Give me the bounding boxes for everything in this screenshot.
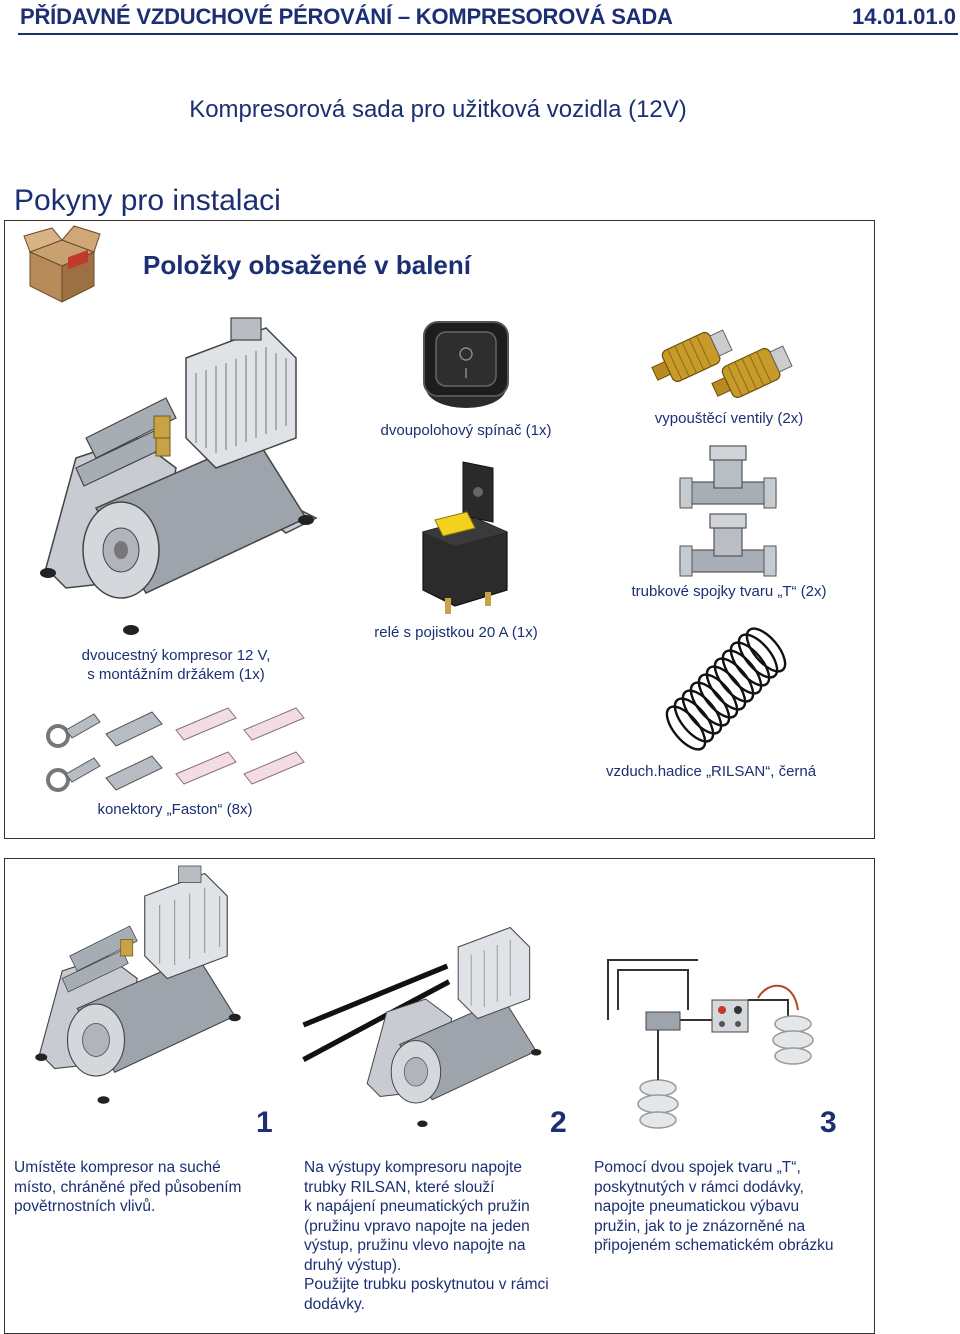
step-text-1: Umístěte kompresor na suché místo, chrán… <box>14 1158 284 1217</box>
step-3-line: napojte pneumatickou výbavu <box>594 1198 800 1215</box>
step-2-line: trubky RILSAN, které slouží <box>304 1178 495 1196</box>
step-2-line: dodávky. <box>304 1295 365 1313</box>
switch-icon <box>423 321 509 408</box>
step-2-line: k napájení pneumatických pružin <box>304 1198 530 1215</box>
hose-coil-icon <box>665 627 787 751</box>
valve-icon <box>651 329 793 398</box>
step-3-line: Pomocí dvou spojek tvaru „T“, <box>594 1159 801 1176</box>
step-1-line: Umístěte kompresor na suché <box>14 1159 221 1176</box>
step-text-2: Na výstupy kompresoru napojte trubky RIL… <box>304 1158 584 1314</box>
compressor-icon <box>40 317 318 635</box>
valves-label: vypouštěcí ventily (2x) <box>654 410 804 427</box>
document-subtitle: Kompresorová sada pro užitková vozidla (… <box>189 96 687 123</box>
step-number-2: 2 <box>550 1106 567 1139</box>
step-3-line: poskytnutých v rámci dodávky, <box>594 1178 804 1196</box>
step-1-line: místo, chráněné před působením <box>14 1178 242 1196</box>
package-title: Položky obsažené v balení <box>143 250 471 280</box>
compressor-label-2: s montážním držákem (1x) <box>87 666 265 683</box>
schematic-icon <box>607 959 814 1129</box>
step-2-line: Na výstupy kompresoru napojte <box>304 1159 522 1176</box>
section-title: Pokyny pro instalaci <box>14 184 281 217</box>
compressor-icon <box>35 865 241 1104</box>
tee-connector-icon <box>679 445 777 577</box>
step-1-line: povětrnostních vlivů. <box>14 1198 156 1215</box>
document-title: PŘÍDAVNÉ VZDUCHOVÉ PÉROVÁNÍ – KOMPRESORO… <box>20 4 673 29</box>
box-icon <box>23 225 101 303</box>
tee-label: trubkové spojky tvaru „T“ (2x) <box>631 583 827 600</box>
step-2-line: Použijte trubku poskytnutou v rámci <box>304 1276 549 1293</box>
step-3-line: pružin, jak to je znázorněné na <box>594 1217 806 1235</box>
step-2-line: (pružinu vpravo napojte na jeden <box>304 1217 530 1235</box>
compressor-label-1: dvoucestný kompresor 12 V, <box>81 647 271 664</box>
document-code: 14.01.01.0 <box>852 4 956 29</box>
step-number-3: 3 <box>820 1106 837 1139</box>
compressor-icon <box>302 926 542 1128</box>
step-3-line: připojeném schematickém obrázku <box>594 1237 834 1254</box>
connectors-label: konektory „Faston“ (8x) <box>97 801 253 818</box>
hose-label: vzduch.hadice „RILSAN“, černá <box>606 763 817 780</box>
step-2-line: druhý výstup). <box>304 1256 402 1274</box>
faston-connector-icon <box>46 707 305 792</box>
header-rule <box>18 33 958 35</box>
switch-label: dvoupolohový spínač (1x) <box>380 422 552 439</box>
relay-label: relé s pojistkou 20 A (1x) <box>374 624 538 641</box>
step-number-1: 1 <box>256 1106 273 1139</box>
step-2-line: výstup, pružinu vlevo napojte na <box>304 1237 526 1254</box>
step-text-3: Pomocí dvou spojek tvaru „T“, poskytnutý… <box>594 1158 869 1256</box>
relay-icon <box>422 461 508 614</box>
